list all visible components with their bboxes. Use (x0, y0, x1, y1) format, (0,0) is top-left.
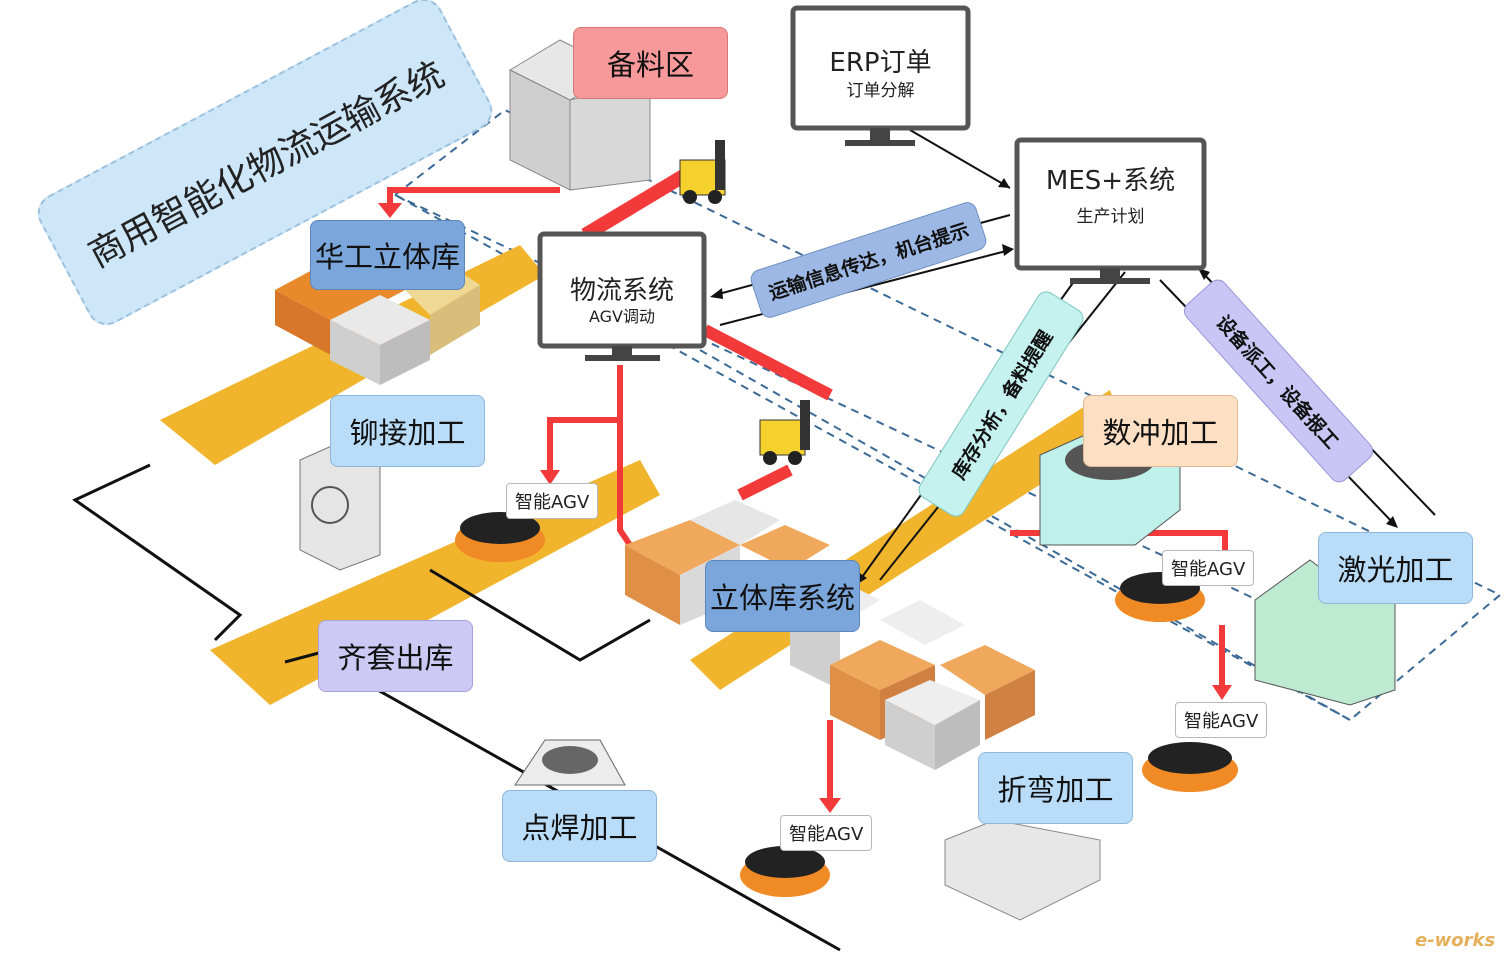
route-bottom (759, 903, 841, 952)
warehouse-system-label: 立体库系统 (705, 560, 860, 632)
logistics-title: 物流系统 (569, 276, 674, 306)
erp-monitor (790, 5, 971, 146)
agv-label-3: 智能AGV (1175, 702, 1268, 738)
agv-label-1: 智能AGV (506, 483, 599, 519)
kitting-out-label: 齐套出库 (318, 620, 473, 692)
laser-label: 激光加工 (1318, 532, 1473, 604)
stereo-warehouse-cubes (625, 500, 1035, 770)
prep-area-label: 备料区 (573, 27, 728, 99)
bending-label: 折弯加工 (978, 752, 1133, 824)
forklift-icon-top (679, 140, 726, 204)
riveting-label: 铆接加工 (330, 395, 485, 467)
bending-machine (944, 819, 1101, 921)
erp-title: ERP订单 (829, 48, 932, 78)
logistics-subtitle: AGV调动 (588, 307, 655, 326)
mes-title: MES+系统 (1045, 166, 1176, 196)
route-left (72, 463, 243, 642)
hg-warehouse-label: 华工立体库 (310, 220, 465, 290)
forklift-icon-mid (759, 400, 810, 465)
logistics-monitor (537, 231, 707, 361)
red-flow-prep (387, 187, 560, 205)
mes-subtitle: 生产计划 (1076, 207, 1145, 227)
erp-subtitle: 订单分解 (846, 81, 915, 101)
spot-weld-machine (514, 739, 626, 786)
agv-label-4: 智能AGV (780, 815, 873, 851)
watermark-logo: e-works (1415, 930, 1496, 951)
agv-label-2: 智能AGV (1162, 550, 1255, 586)
punching-label: 数冲加工 (1083, 395, 1238, 467)
route-mid (429, 568, 651, 662)
mes-monitor (1014, 137, 1207, 284)
agv-robot-4 (740, 846, 830, 897)
agv-robot-1 (455, 512, 545, 562)
spot-welding-label: 点焊加工 (502, 790, 657, 862)
red-flow-agv (617, 365, 633, 547)
agv-robot-3 (1142, 742, 1238, 792)
